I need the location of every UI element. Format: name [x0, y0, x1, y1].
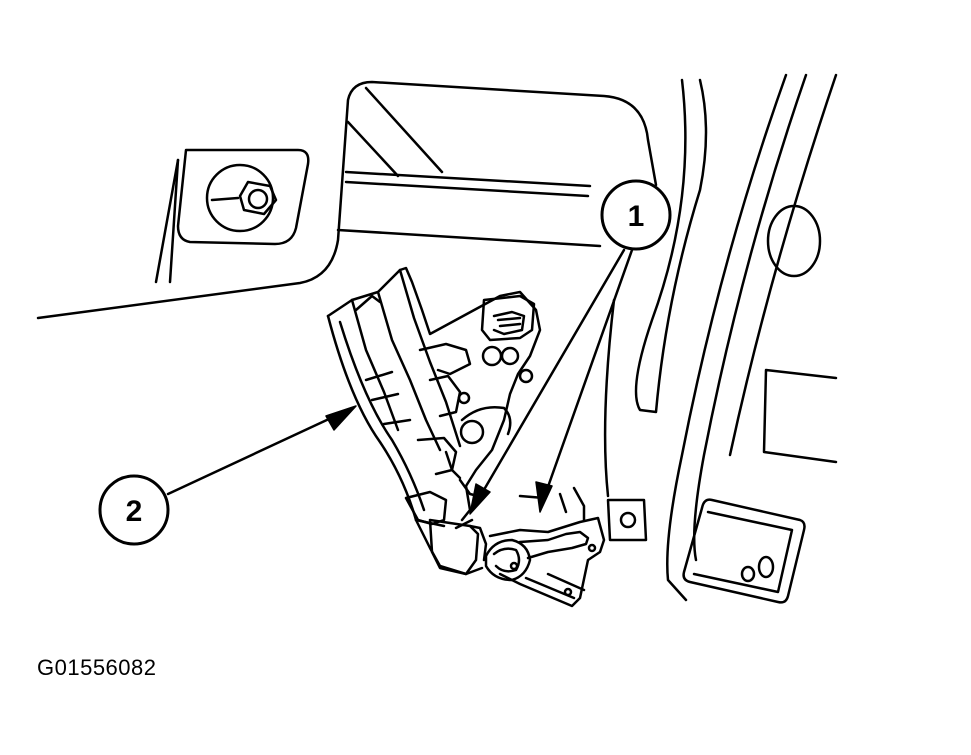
callout-2-label: 2	[126, 495, 143, 528]
callout-1-label: 1	[628, 200, 645, 233]
callout-2-leader	[166, 405, 357, 496]
figure-id-label: G01556082	[37, 655, 157, 680]
door-latch-assembly	[326, 266, 606, 608]
door-inner-panel	[36, 80, 658, 320]
square-bracket	[606, 498, 648, 542]
oval-hole	[766, 204, 822, 278]
callout-1-circle	[600, 179, 672, 251]
callout-2-circle	[98, 474, 170, 546]
window-channel	[344, 86, 592, 198]
recessed-pad	[682, 498, 806, 604]
rectangular-cutout	[762, 368, 838, 464]
panel-bolt	[205, 163, 278, 233]
door-edge	[603, 73, 838, 602]
callout-1-leaders	[469, 248, 634, 515]
